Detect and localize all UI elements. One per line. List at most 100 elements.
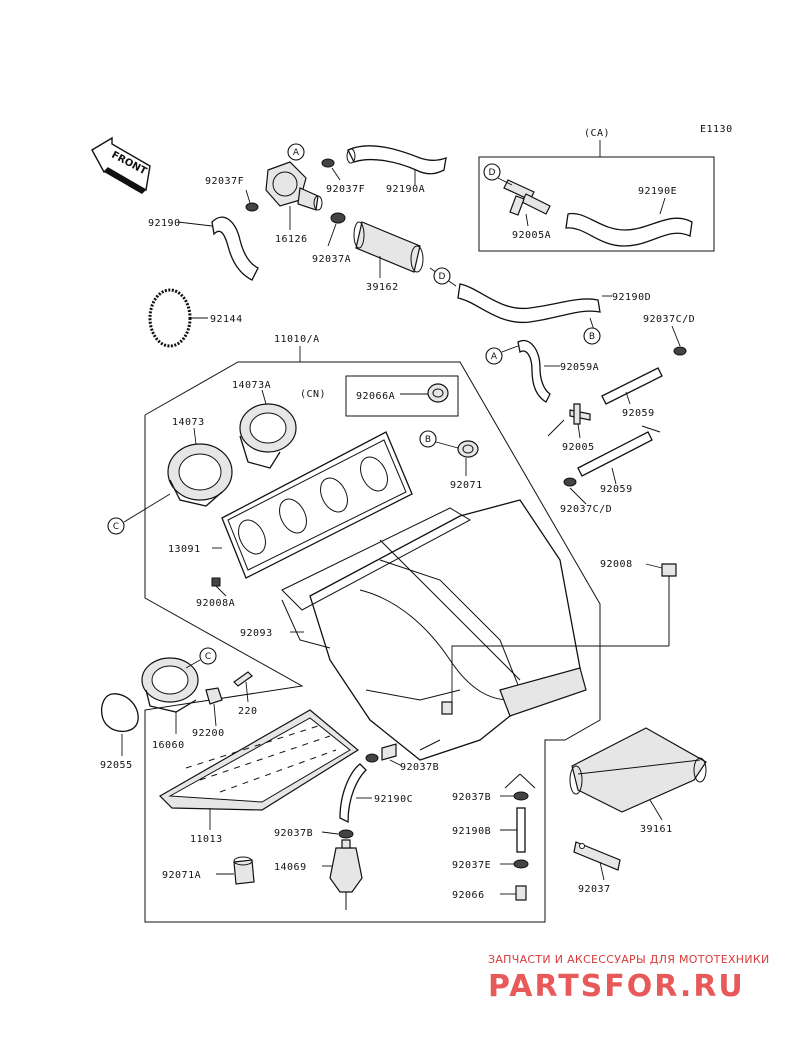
part-92190A-hose	[347, 145, 447, 175]
label-92066: 92066	[452, 890, 485, 901]
svg-text:A: A	[293, 148, 300, 158]
part-39161-cover	[569, 727, 707, 821]
label-92055: 92055	[100, 760, 133, 771]
part-11013-element	[159, 709, 360, 830]
label-14069: 14069	[274, 862, 307, 873]
watermark-subtitle: ЗАПЧАСТИ И АКСЕССУАРЫ ДЛЯ МОТОТЕХНИКИ	[488, 953, 770, 966]
label-92059-upper: 92059	[622, 408, 655, 419]
cn-variant-label: (CN)	[300, 389, 326, 400]
label-92037E: 92037E	[452, 860, 491, 871]
label-92037A: 92037A	[312, 254, 351, 265]
watermark: ЗАПЧАСТИ И АКСЕССУАРЫ ДЛЯ МОТОТЕХНИКИ PA…	[488, 953, 770, 1004]
ca-variant-label: (CA)	[584, 128, 610, 139]
label-92059-lower: 92059	[600, 484, 633, 495]
svg-text:A: A	[491, 352, 498, 362]
svg-text:D: D	[439, 272, 446, 282]
part-92071-grommet	[457, 440, 479, 476]
label-220: 220	[238, 706, 258, 717]
part-13091-gasket	[212, 431, 413, 579]
callout-a-hose: A	[485, 345, 519, 365]
part-92093-seal	[281, 507, 472, 649]
label-92190B: 92190B	[452, 826, 491, 837]
part-92037F-clip-right	[321, 158, 341, 181]
label-92037CD-top: 92037C/D	[643, 314, 695, 325]
svg-text:B: B	[425, 435, 431, 445]
part-92200-cap	[205, 687, 223, 727]
callout-c-holder: C	[185, 647, 217, 669]
label-16060: 16060	[152, 740, 185, 751]
label-92037B-housing: 92037B	[400, 762, 439, 773]
svg-text:B: B	[589, 332, 595, 342]
part-16126-valve	[265, 161, 323, 230]
label-92200: 92200	[192, 728, 225, 739]
part-92005-fitting	[547, 403, 661, 439]
part-92190C-hose	[339, 763, 367, 824]
part-92037-bracket	[573, 841, 621, 881]
part-92190D-hose	[457, 283, 601, 324]
front-direction-arrow: FRONT	[91, 136, 151, 194]
part-92037F-clip-left	[245, 189, 259, 212]
label-14073A: 14073A	[232, 380, 271, 391]
part-92037A-clip	[327, 212, 346, 247]
label-11013: 11013	[190, 834, 223, 845]
part-14073-funnel	[167, 427, 233, 507]
callout-d-hose: D	[433, 267, 451, 285]
label-92005: 92005	[562, 442, 595, 453]
label-92144: 92144	[210, 314, 243, 325]
callout-a-top: A	[287, 143, 305, 161]
ca-variant-box: (CA)	[478, 128, 715, 252]
label-92059A: 92059A	[560, 362, 599, 373]
part-16060-holder	[141, 657, 199, 734]
label-92037F-left: 92037F	[205, 176, 244, 187]
part-92190B-tube	[500, 807, 526, 853]
part-92037E-clip	[500, 859, 529, 869]
callout-b-hose: B	[583, 327, 601, 345]
part-92055-oring	[101, 693, 139, 756]
label-92008A: 92008A	[196, 598, 235, 609]
cn-variant-box: (CN)	[300, 375, 459, 417]
part-92059-tube-lower	[577, 431, 653, 477]
label-92071: 92071	[450, 480, 483, 491]
watermark-brand: PARTSFOR.RU	[488, 969, 745, 1004]
label-11010A: 11010/A	[274, 334, 320, 345]
label-92037B-right: 92037B	[452, 792, 491, 803]
part-39162-filter	[353, 221, 424, 278]
part-92144-ring	[148, 288, 208, 348]
part-92190E-hose	[565, 212, 693, 247]
label-92037B-lower: 92037B	[274, 828, 313, 839]
part-92037CD-clip-top	[671, 325, 687, 356]
svg-text:D: D	[489, 168, 496, 178]
part-92005A-tee	[497, 177, 551, 227]
part-92037B-clip-housing	[365, 743, 403, 767]
label-92071A: 92071A	[162, 870, 201, 881]
label-92008: 92008	[600, 559, 633, 570]
label-92190E: 92190E	[638, 186, 677, 197]
callout-d-ca: D	[483, 163, 501, 181]
diagram-code: E1130	[700, 124, 733, 135]
part-92071A-grommet	[216, 856, 255, 885]
label-13091: 13091	[168, 544, 201, 555]
label-92066A: 92066A	[356, 391, 395, 402]
label-92190: 92190	[148, 218, 181, 229]
part-92037CD-clip-bottom	[563, 477, 587, 505]
label-92190A: 92190A	[386, 184, 425, 195]
label-39161: 39161	[640, 824, 673, 835]
label-16126: 16126	[275, 234, 308, 245]
label-92037CD-bottom: 92037C/D	[560, 504, 612, 515]
label-92190D: 92190D	[612, 292, 651, 303]
part-92037B-clip-right	[500, 773, 536, 801]
part-92008A-bolt	[211, 577, 227, 597]
label-14073: 14073	[172, 417, 205, 428]
part-92066-plug	[500, 885, 527, 901]
callout-c-left: C	[107, 493, 171, 535]
part-14069-filter	[322, 839, 363, 910]
svg-text:C: C	[113, 522, 119, 532]
part-92059-tube-upper	[601, 367, 663, 405]
part-14073A-funnel	[239, 389, 297, 469]
part-92008-bolt	[451, 563, 677, 708]
part-92059A-hose	[517, 340, 551, 403]
label-92037: 92037	[578, 884, 611, 895]
svg-text:C: C	[205, 652, 211, 662]
label-39162: 39162	[366, 282, 399, 293]
